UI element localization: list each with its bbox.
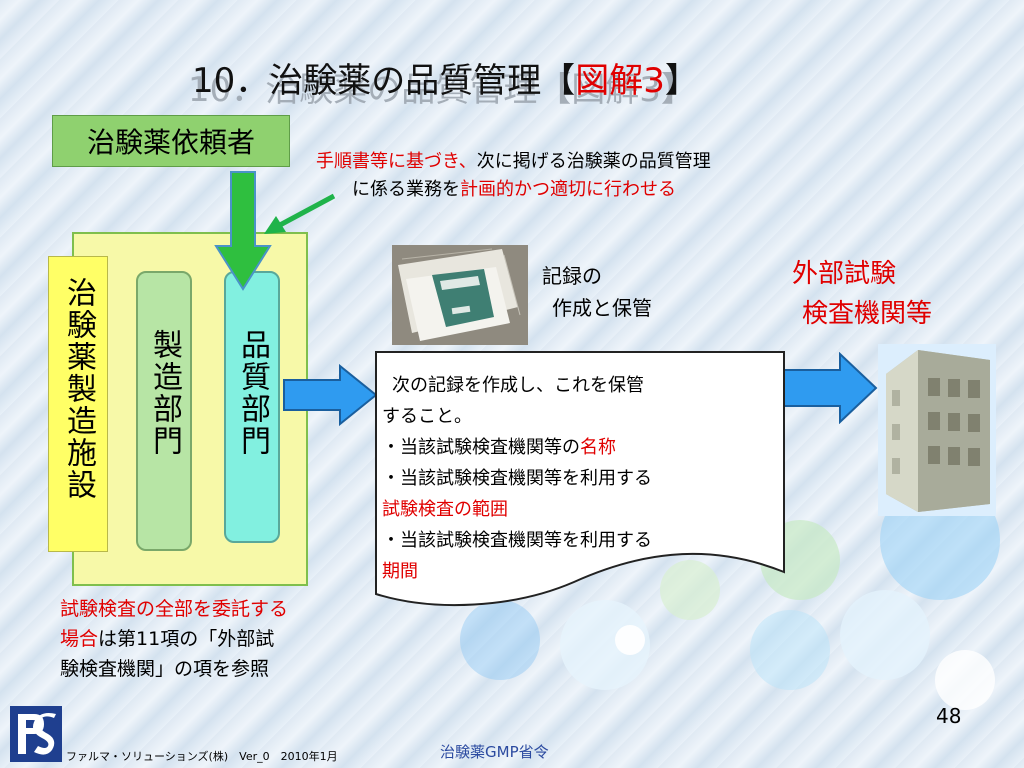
documents-photo xyxy=(392,245,528,345)
note-line-3: 験検査機関」の項を参照 xyxy=(60,658,270,680)
title-main: 10．治験薬の品質管理 xyxy=(192,61,542,101)
page-number: 48 xyxy=(936,704,962,728)
page-title: 10．治験薬の品質管理【図解3】 xyxy=(192,53,699,102)
title-highlight: 図解3 xyxy=(575,61,665,101)
note-line-1: 試験検査の全部を委託する xyxy=(60,598,289,620)
title-bracket-close: 】 xyxy=(664,61,699,101)
external-institution-label: 外部試験 検査機関等 xyxy=(792,254,932,334)
decor-bubble xyxy=(840,590,930,680)
manufacturing-department: 製造部門 xyxy=(136,271,192,551)
external-line-2: 検査機関等 xyxy=(802,299,933,329)
blue-right-arrow-icon xyxy=(781,352,878,424)
memo-item-2: ・当該試験検査機関等を利用する xyxy=(382,468,652,489)
instruction-text: 手順書等に基づき、次に掲げる治験薬の品質管理 に係る業務を計画的かつ適切に行わせ… xyxy=(316,148,711,204)
memo-item-3-detail: 期間 xyxy=(382,561,418,582)
green-diagonal-arrow-icon xyxy=(264,193,336,234)
manufacturing-label: 製造部門 xyxy=(147,329,182,457)
footer-company: ファルマ・ソリューションズ(株) Ver_0 2010年1月 xyxy=(66,750,338,763)
decor-bubble xyxy=(615,625,645,655)
facility-label: 治験薬製造施設 xyxy=(61,277,96,501)
memo-shape xyxy=(375,351,785,607)
title-shadow: 10．治験薬の品質管理【図解3】 xyxy=(188,70,695,110)
requester-label: 治験薬依頼者 xyxy=(86,126,255,159)
blue-right-arrow-icon xyxy=(283,364,378,426)
record-caption: 記録の 作成と保管 xyxy=(542,260,652,324)
note-text: 試験検査の全部を委託する 場合は第11項の「外部試 験検査機関」の項を参照 xyxy=(60,594,288,684)
title-bracket-open: 【 xyxy=(541,61,576,101)
memo-item-1: ・当該試験検査機関等の名称 xyxy=(382,437,616,458)
decor-bubble xyxy=(750,610,830,690)
memo-text: 次の記録を作成し、これを保管 すること。 ・当該試験検査機関等の名称 ・当該試験… xyxy=(382,370,652,587)
green-down-arrow-icon xyxy=(214,171,272,291)
note-line-2: 場合は第11項の「外部試 xyxy=(60,628,275,650)
external-line-1: 外部試験 xyxy=(792,259,897,289)
instruction-line-2: に係る業務を計画的かつ適切に行わせる xyxy=(352,179,676,200)
quality-department: 品質部門 xyxy=(224,271,280,543)
footer-center: 治験薬GMP省令 xyxy=(440,743,549,761)
company-logo-icon xyxy=(10,706,62,762)
instruction-line-1: 手順書等に基づき、次に掲げる治験薬の品質管理 xyxy=(316,151,711,172)
record-caption-line-1: 記録の xyxy=(542,264,602,288)
decor-bubble xyxy=(460,600,540,680)
memo-line-2: すること。 xyxy=(382,406,472,427)
decor-bubble xyxy=(660,560,720,620)
facility-tag: 治験薬製造施設 xyxy=(48,256,108,552)
decor-bubble xyxy=(935,650,995,710)
quality-label: 品質部門 xyxy=(235,329,270,457)
requester-box: 治験薬依頼者 xyxy=(52,115,290,167)
memo-item-3: ・当該試験検査機関等を利用する xyxy=(382,530,652,551)
memo-line-1: 次の記録を作成し、これを保管 xyxy=(392,375,644,396)
memo-item-2-detail: 試験検査の範囲 xyxy=(382,499,508,520)
building-icon xyxy=(878,344,996,516)
record-caption-line-2: 作成と保管 xyxy=(552,296,652,320)
